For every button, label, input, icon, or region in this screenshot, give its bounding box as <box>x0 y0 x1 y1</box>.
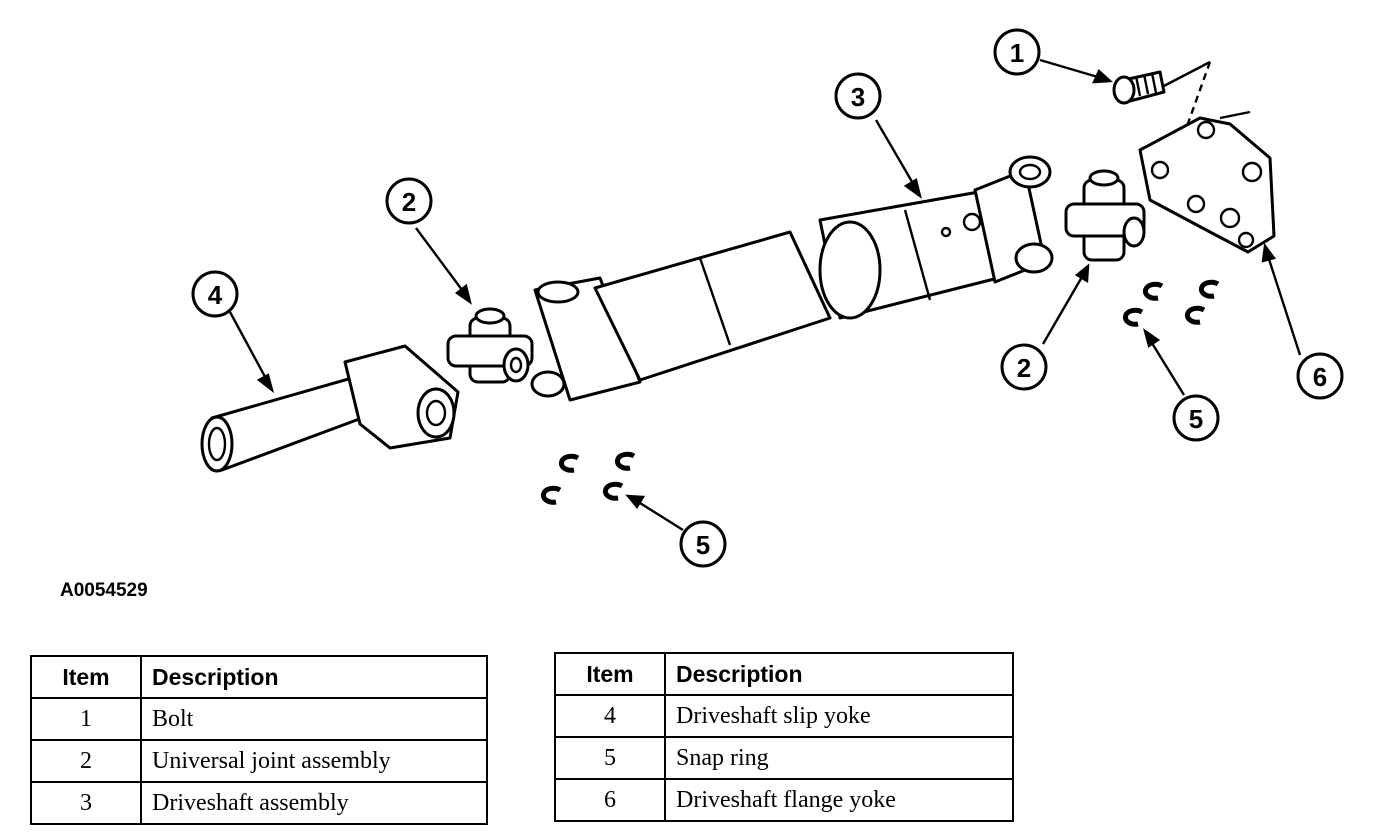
svg-text:6: 6 <box>1313 362 1327 392</box>
table-header-row: Item Description <box>30 655 488 699</box>
table-row: 6 Driveshaft flange yoke <box>554 778 1014 822</box>
row-item: 1 <box>30 697 142 741</box>
legend-table-right: Item Description 4 Driveshaft slip yoke … <box>554 652 1014 822</box>
callout-3: 3 <box>834 72 882 120</box>
row-description: Driveshaft assembly <box>140 781 488 825</box>
table-header-row: Item Description <box>554 652 1014 696</box>
leader-lines <box>228 58 1302 532</box>
table-row: 2 Universal joint assembly <box>30 739 488 783</box>
row-item: 5 <box>554 736 666 780</box>
header-item: Item <box>30 655 142 699</box>
row-item: 3 <box>30 781 142 825</box>
snap-rings-left-part <box>540 451 636 505</box>
table-row: 3 Driveshaft assembly <box>30 781 488 825</box>
row-item: 4 <box>554 694 666 738</box>
svg-text:1: 1 <box>1010 38 1024 68</box>
callout-1: 1 <box>993 28 1041 76</box>
table-row: 5 Snap ring <box>554 736 1014 780</box>
callout-5-right: 5 <box>1172 394 1220 442</box>
bolt-part <box>1112 70 1166 105</box>
callout-6: 6 <box>1296 352 1344 400</box>
header-description: Description <box>140 655 488 699</box>
slip-yoke-part <box>200 344 460 473</box>
callout-4: 4 <box>191 270 239 318</box>
row-description: Driveshaft slip yoke <box>664 694 1014 738</box>
snap-rings-right-part <box>1122 279 1220 327</box>
row-description: Bolt <box>140 697 488 741</box>
callout-2-right: 2 <box>1000 343 1048 391</box>
svg-text:5: 5 <box>696 530 710 560</box>
header-item: Item <box>554 652 666 696</box>
row-description: Universal joint assembly <box>140 739 488 783</box>
callout-5-left: 5 <box>679 520 727 568</box>
svg-text:4: 4 <box>208 280 223 310</box>
figure-id: A0054529 <box>60 580 148 601</box>
row-item: 6 <box>554 778 666 822</box>
driveshaft-part <box>530 155 1054 402</box>
svg-text:3: 3 <box>851 82 865 112</box>
svg-text:2: 2 <box>402 187 416 217</box>
table-row: 1 Bolt <box>30 697 488 741</box>
universal-joint-left-part <box>446 307 534 384</box>
flange-yoke-part <box>1138 116 1276 254</box>
svg-text:2: 2 <box>1017 353 1031 383</box>
header-description: Description <box>664 652 1014 696</box>
callout-2-left: 2 <box>385 177 433 225</box>
svg-text:5: 5 <box>1189 404 1203 434</box>
table-row: 4 Driveshaft slip yoke <box>554 694 1014 738</box>
row-description: Snap ring <box>664 736 1014 780</box>
legend-table-left: Item Description 1 Bolt 2 Universal join… <box>30 655 488 825</box>
row-description: Driveshaft flange yoke <box>664 778 1014 822</box>
universal-joint-right-part <box>1064 169 1146 262</box>
row-item: 2 <box>30 739 142 783</box>
driveshaft-exploded-diagram: 1 3 2 4 2 5 6 5 <box>191 28 1344 568</box>
